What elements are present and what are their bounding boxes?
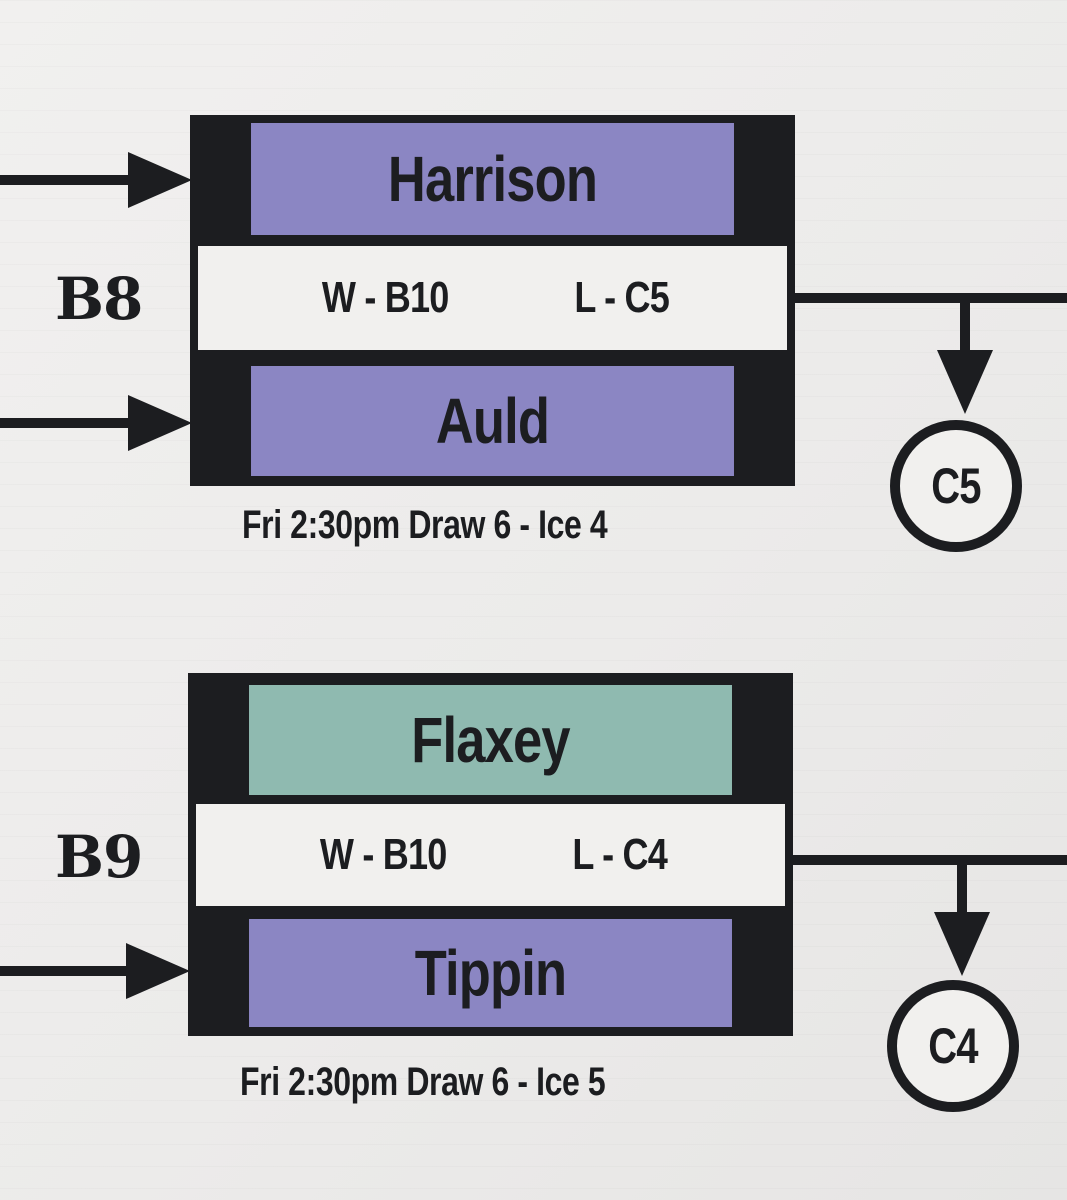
game-code-b9: B9	[55, 823, 143, 891]
loser-bracket-circle-c5: C5	[890, 420, 1022, 552]
winner-advance-b9: W - B10	[319, 830, 447, 879]
matchup-box-b9: Flaxey W - B10 L - C4 Tippin	[188, 673, 793, 1036]
outgoing-line-b9	[790, 855, 1067, 976]
team-name-flaxey: Flaxey	[411, 704, 570, 776]
outgoing-line-b8	[790, 293, 1067, 414]
schedule-b8: Fri 2:30pm Draw 6 - Ice 4	[242, 503, 608, 547]
loser-bracket-circle-c4: C4	[887, 980, 1019, 1112]
loser-bracket-label-c4: C4	[928, 1018, 978, 1074]
team-b9-top: Flaxey	[249, 685, 732, 795]
incoming-arrow-b9-bottom	[0, 943, 190, 999]
loser-advance-b8: L - C5	[574, 273, 670, 322]
incoming-arrow-b8-bottom	[0, 395, 192, 451]
schedule-b9: Fri 2:30pm Draw 6 - Ice 5	[240, 1060, 606, 1104]
loser-advance-b9: L - C4	[572, 830, 668, 879]
team-b8-top: Harrison	[251, 123, 734, 235]
team-b9-bottom: Tippin	[249, 919, 732, 1027]
incoming-arrow-b8-top	[0, 152, 192, 208]
matchup-box-b8: Harrison W - B10 L - C5 Auld	[190, 115, 795, 486]
team-name-tippin: Tippin	[414, 937, 567, 1009]
team-name-harrison: Harrison	[387, 143, 598, 215]
game-code-b8: B8	[55, 265, 143, 333]
team-name-auld: Auld	[435, 385, 550, 457]
loser-bracket-label-c5: C5	[931, 458, 981, 514]
result-strip-b9: W - B10 L - C4	[196, 804, 785, 906]
winner-advance-b8: W - B10	[321, 273, 449, 322]
result-strip-b8: W - B10 L - C5	[198, 246, 787, 350]
team-b8-bottom: Auld	[251, 366, 734, 476]
